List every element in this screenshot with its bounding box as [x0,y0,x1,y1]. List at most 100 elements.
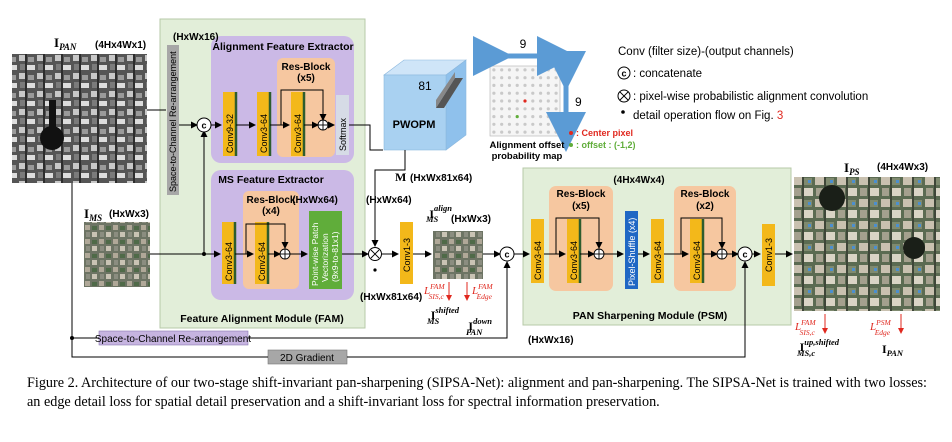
grid-dot [523,115,527,119]
grid-dot [539,83,543,87]
pwopm-side [445,59,467,151]
psm-res1-count: (x5) [572,201,590,212]
mfe-conv3-64-a [222,222,235,284]
afe-conv3-64-a [257,92,270,156]
softmax-block [336,95,349,155]
grid-dot [539,91,543,95]
grid-dot [554,83,558,87]
grid-dot [507,130,511,134]
grid-dot [531,99,535,103]
pan-input-dims: (4Hx4Wx1) [95,40,146,51]
grid-dot [523,83,527,87]
s2c-bottom-label: Space-to-Channel Re-arrangement [95,334,251,345]
grid-dot [500,76,504,80]
pwopm-label: PWOPM [393,119,436,131]
grid-dot [523,122,527,126]
ps-output-feature-2 [903,237,925,259]
psm-conv-out-label: Conv1-3 [764,238,774,272]
ps-output-label: IPS [844,160,860,177]
pwopm-slice-side [436,72,455,108]
legend-detail-ref[interactable]: 3 [777,110,783,122]
softmax-label: Softmax [338,117,348,151]
psm-conv-c-label: Conv3-64 [653,241,663,280]
afe-title: Alignment Feature Extractor [212,41,353,53]
ms-input-label: IMS [84,206,102,223]
grid-dot [523,130,527,134]
grid-dot [507,99,511,103]
grid-offset-dot [515,115,519,119]
afe-res-title: Res-Block [282,62,331,73]
afe-conv9-32-label: Conv9-32 [225,114,235,153]
pan-gt-label: IPAN [882,342,904,358]
grid-dot [546,107,550,111]
afe-conv3-64-a-label: Conv3-64 [259,114,269,153]
grid-dot [507,122,511,126]
grid-dot [500,91,504,95]
fam-conv1-3-label: Conv1-3 [402,238,412,272]
concat-gradient: c [737,246,753,262]
ms-input-image [84,222,150,287]
grid-dot [515,130,519,134]
ps-output-feature [819,185,845,211]
grid-dot [531,83,535,87]
grid-dot [546,115,550,119]
grid-dot [515,122,519,126]
legend-concat: : concatenate [633,68,702,80]
grid-dot [492,107,496,111]
patch-line-1: Point-wise Patch [310,222,320,286]
s2c-vertical-label: Space-to-Channel Re-arrangement [168,51,178,192]
grid-dot [546,76,550,80]
afe-conv9-32 [223,92,236,156]
grid-dot [515,99,519,103]
grid-dot [554,68,558,72]
patch-line-2: Vectorization [320,233,330,282]
legend-concat-symbol: c [621,69,626,79]
grid-dot [546,99,550,103]
grid-dot [500,115,504,119]
s2c-vertical-block [167,45,179,195]
offset-width-label: 9 [520,37,527,51]
legend-mult: : pixel-wise probabilistic alignment con… [633,91,868,103]
top-s2c-dims: (HxWx16) [173,32,219,43]
mfe-res-title: Res-Block [247,195,296,206]
ms-input-dims: (HxWx3) [109,209,149,220]
center-pixel-marker [569,131,573,135]
ps-output-dims: (4Hx4Wx3) [877,162,928,173]
fam-title: Feature Alignment Module (FAM) [180,313,344,325]
mfe-res-count: (x4) [262,206,280,217]
mfe-conv3-64-a-label: Conv3-64 [224,242,234,281]
psm-conv-c [651,219,664,283]
grid-dot [500,107,504,111]
legend-detail: detail operation flow on Fig. 3 [633,110,783,122]
psm-conv-d-label: Conv3-64 [692,241,702,280]
grid-dot [539,76,543,80]
grid-dot [554,91,558,95]
psm-res2-title: Res-Block [681,189,730,200]
svg-text:c: c [742,250,747,260]
grid-dot [523,68,527,72]
grid-dot [546,130,550,134]
grid-dot [523,91,527,95]
grid-dot [515,76,519,80]
psm-res-block-2 [674,186,736,291]
grid-dot [507,76,511,80]
grid-dot [492,122,496,126]
grid-dot [500,122,504,126]
pan-input-label: IPAN [54,35,77,52]
grid-dot [515,68,519,72]
pixel-shuffle-label: Pixel-Shuffle (x4) [627,218,637,286]
pan-image-feature [40,126,64,150]
pwopm-front [383,74,447,151]
legend-mult-x2 [619,91,629,101]
grid-dot [531,130,535,134]
grid-dot [500,83,504,87]
pixel-shuffle-block [625,211,638,289]
grid-dot [507,68,511,72]
grid-dot [492,115,496,119]
psm-conv-a-label: Conv3-64 [533,241,543,280]
